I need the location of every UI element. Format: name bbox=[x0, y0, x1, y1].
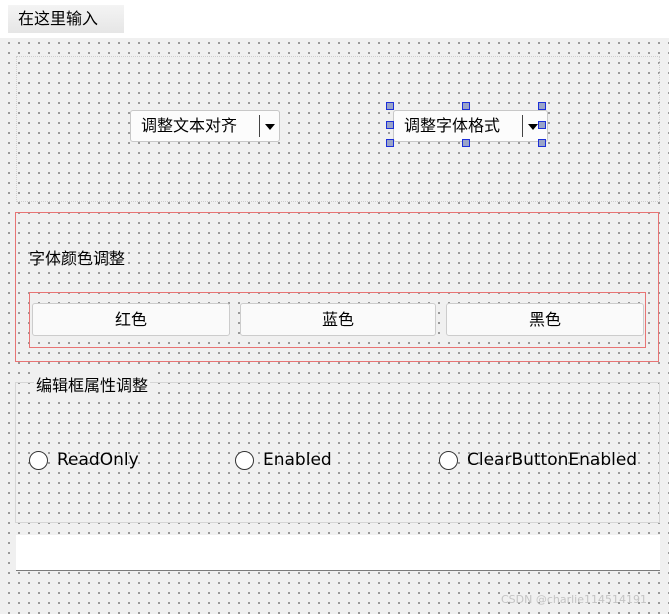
radio-circle-icon[interactable] bbox=[235, 451, 254, 470]
blue-color-button[interactable]: 蓝色 bbox=[240, 303, 436, 336]
font-format-combobox[interactable]: 调整字体格式 bbox=[393, 110, 548, 142]
combo-separator bbox=[259, 115, 260, 137]
text-align-combobox[interactable]: 调整文本对齐 bbox=[130, 110, 280, 142]
watermark-text: CSDN @charlie114514191 bbox=[500, 593, 647, 606]
line-edit[interactable] bbox=[16, 535, 660, 571]
resize-handle-top[interactable] bbox=[462, 102, 470, 110]
clear-button-enabled-radio-label: ClearButtonEnabled bbox=[467, 450, 638, 470]
resize-handle-left[interactable] bbox=[386, 121, 394, 129]
radio-circle-icon[interactable] bbox=[29, 451, 48, 470]
black-color-button[interactable]: 黑色 bbox=[446, 303, 644, 336]
font-color-frame bbox=[15, 212, 659, 362]
top-frame bbox=[16, 56, 660, 202]
color-buttons-layout bbox=[29, 292, 646, 348]
font-format-combobox-label: 调整字体格式 bbox=[404, 116, 501, 135]
red-color-button[interactable]: 红色 bbox=[32, 303, 230, 336]
readonly-radio-label: ReadOnly bbox=[57, 450, 139, 470]
menu-bar: 在这里输入 bbox=[0, 0, 669, 38]
editor-attributes-groupbox bbox=[15, 382, 660, 523]
text-align-combobox-label: 调整文本对齐 bbox=[141, 116, 238, 135]
chevron-down-icon[interactable] bbox=[528, 124, 538, 130]
resize-handle-bottom-left[interactable] bbox=[386, 139, 394, 147]
font-color-label: 字体颜色调整 bbox=[29, 249, 126, 268]
type-here-menu-item[interactable]: 在这里输入 bbox=[8, 5, 124, 33]
resize-handle-bottom[interactable] bbox=[462, 139, 470, 147]
resize-handle-right[interactable] bbox=[538, 121, 546, 129]
enabled-radio-label: Enabled bbox=[263, 450, 332, 470]
resize-handle-top-left[interactable] bbox=[386, 102, 394, 110]
editor-attributes-title: 编辑框属性调整 bbox=[34, 372, 151, 396]
combo-separator bbox=[522, 115, 523, 137]
radio-circle-icon[interactable] bbox=[439, 451, 458, 470]
resize-handle-bottom-right[interactable] bbox=[538, 139, 546, 147]
resize-handle-top-right[interactable] bbox=[538, 102, 546, 110]
chevron-down-icon[interactable] bbox=[265, 124, 275, 130]
